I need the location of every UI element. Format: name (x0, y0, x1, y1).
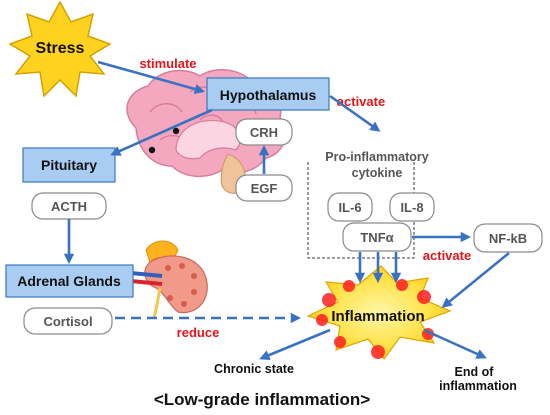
reduce-label: reduce (177, 325, 220, 340)
kidney-illustration (119, 240, 208, 319)
kidney-dot (165, 265, 171, 271)
arrow-hypothalamus-to-cytokine (329, 94, 381, 132)
il6-pill (327, 192, 373, 222)
kidney-ureter (152, 287, 162, 319)
inflammation-red-spot (316, 314, 328, 326)
arrow-nfkb-to-inflammation (441, 251, 510, 308)
end-of-inflammation-line2: inflammation (439, 379, 517, 393)
acth-label: ACTH (51, 199, 87, 214)
pituitary-label: Pituitary (41, 157, 97, 173)
stress-burst-shape (8, 0, 112, 98)
cortisol-pill (23, 307, 113, 335)
kidney-dot (167, 295, 173, 301)
inflammation-red-spot (343, 280, 355, 292)
inflammation-red-spot (371, 345, 385, 359)
cortisol-label: Cortisol (43, 314, 92, 329)
inflammation-label: Inflammation (331, 308, 424, 325)
tnfa-label: TNFα (360, 230, 393, 245)
stress-label: Stress (36, 40, 85, 57)
brain-inner (175, 119, 241, 160)
crh-label: CRH (250, 125, 278, 140)
inflammation-red-spot (396, 279, 408, 291)
hypothalamus-dot (172, 127, 180, 135)
inflammation-red-spot (322, 293, 336, 307)
diagram-caption: <Low-grade inflammation> (154, 390, 370, 409)
pituitary-box (22, 147, 116, 183)
arrow-stress-to-hypothalamus (97, 60, 206, 95)
cytokine-title-line2: cytokine (352, 166, 403, 180)
stimulate-label: stimulate (139, 56, 196, 71)
arrow-inflammation-to-end (423, 328, 487, 359)
pituitary-dot (148, 146, 156, 154)
tnfa-pill (342, 222, 412, 252)
activate-top-label: activate (337, 94, 385, 109)
end-of-inflammation-line1: End of (455, 365, 495, 379)
kidney-dot (191, 289, 197, 295)
adrenal-glands-label: Adrenal Glands (17, 273, 121, 289)
arrow-hypothalamus-to-pituitary (110, 108, 213, 156)
egf-pill (235, 174, 293, 202)
inflammation-burst: Inflammation (306, 265, 452, 360)
egf-label: EGF (251, 181, 278, 196)
cytokine-title-line1: Pro-inflammatory (325, 150, 429, 164)
kidney-dot (191, 273, 197, 279)
inflammation-red-spot (334, 336, 346, 348)
il8-pill (389, 192, 435, 222)
nfkb-pill (473, 223, 543, 253)
il8-label: IL-8 (400, 200, 423, 215)
stress-starburst: Stress (8, 0, 112, 98)
arrow-inflammation-to-chronic (259, 328, 331, 361)
chronic-state-label: Chronic state (214, 362, 294, 376)
arrows (63, 60, 510, 361)
kidney-dot (179, 263, 185, 269)
hypothalamus-label: Hypothalamus (220, 87, 317, 103)
il6-label: IL-6 (338, 200, 361, 215)
hypothalamus-box (206, 77, 330, 111)
adrenal-glands-box (5, 264, 134, 298)
inflammation-red-spot (417, 290, 431, 304)
activate-bottom-label: activate (423, 248, 471, 263)
nfkb-label: NF-kB (489, 231, 527, 246)
kidney-dot (181, 301, 187, 307)
